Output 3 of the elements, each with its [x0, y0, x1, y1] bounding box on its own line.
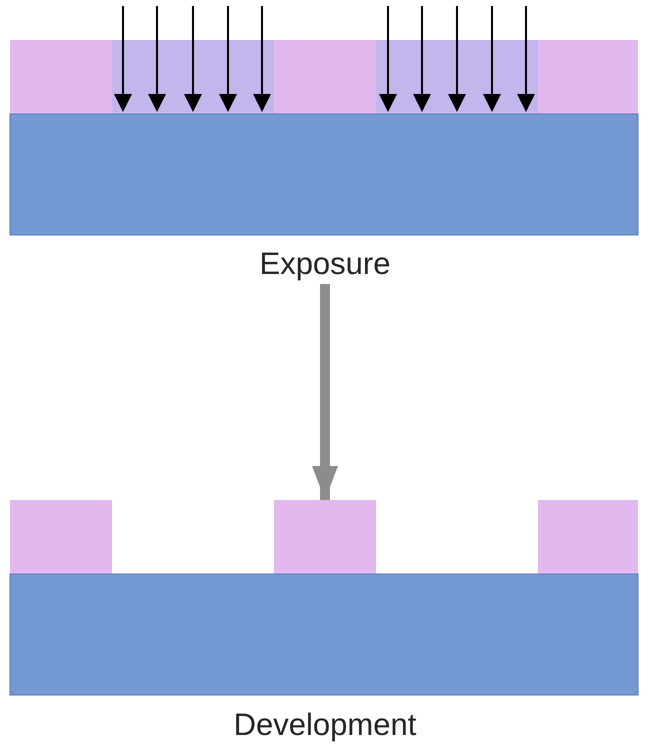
stage-label: Development: [232, 707, 418, 743]
arrow: [312, 284, 338, 500]
stage-label: Exposure: [258, 246, 392, 282]
